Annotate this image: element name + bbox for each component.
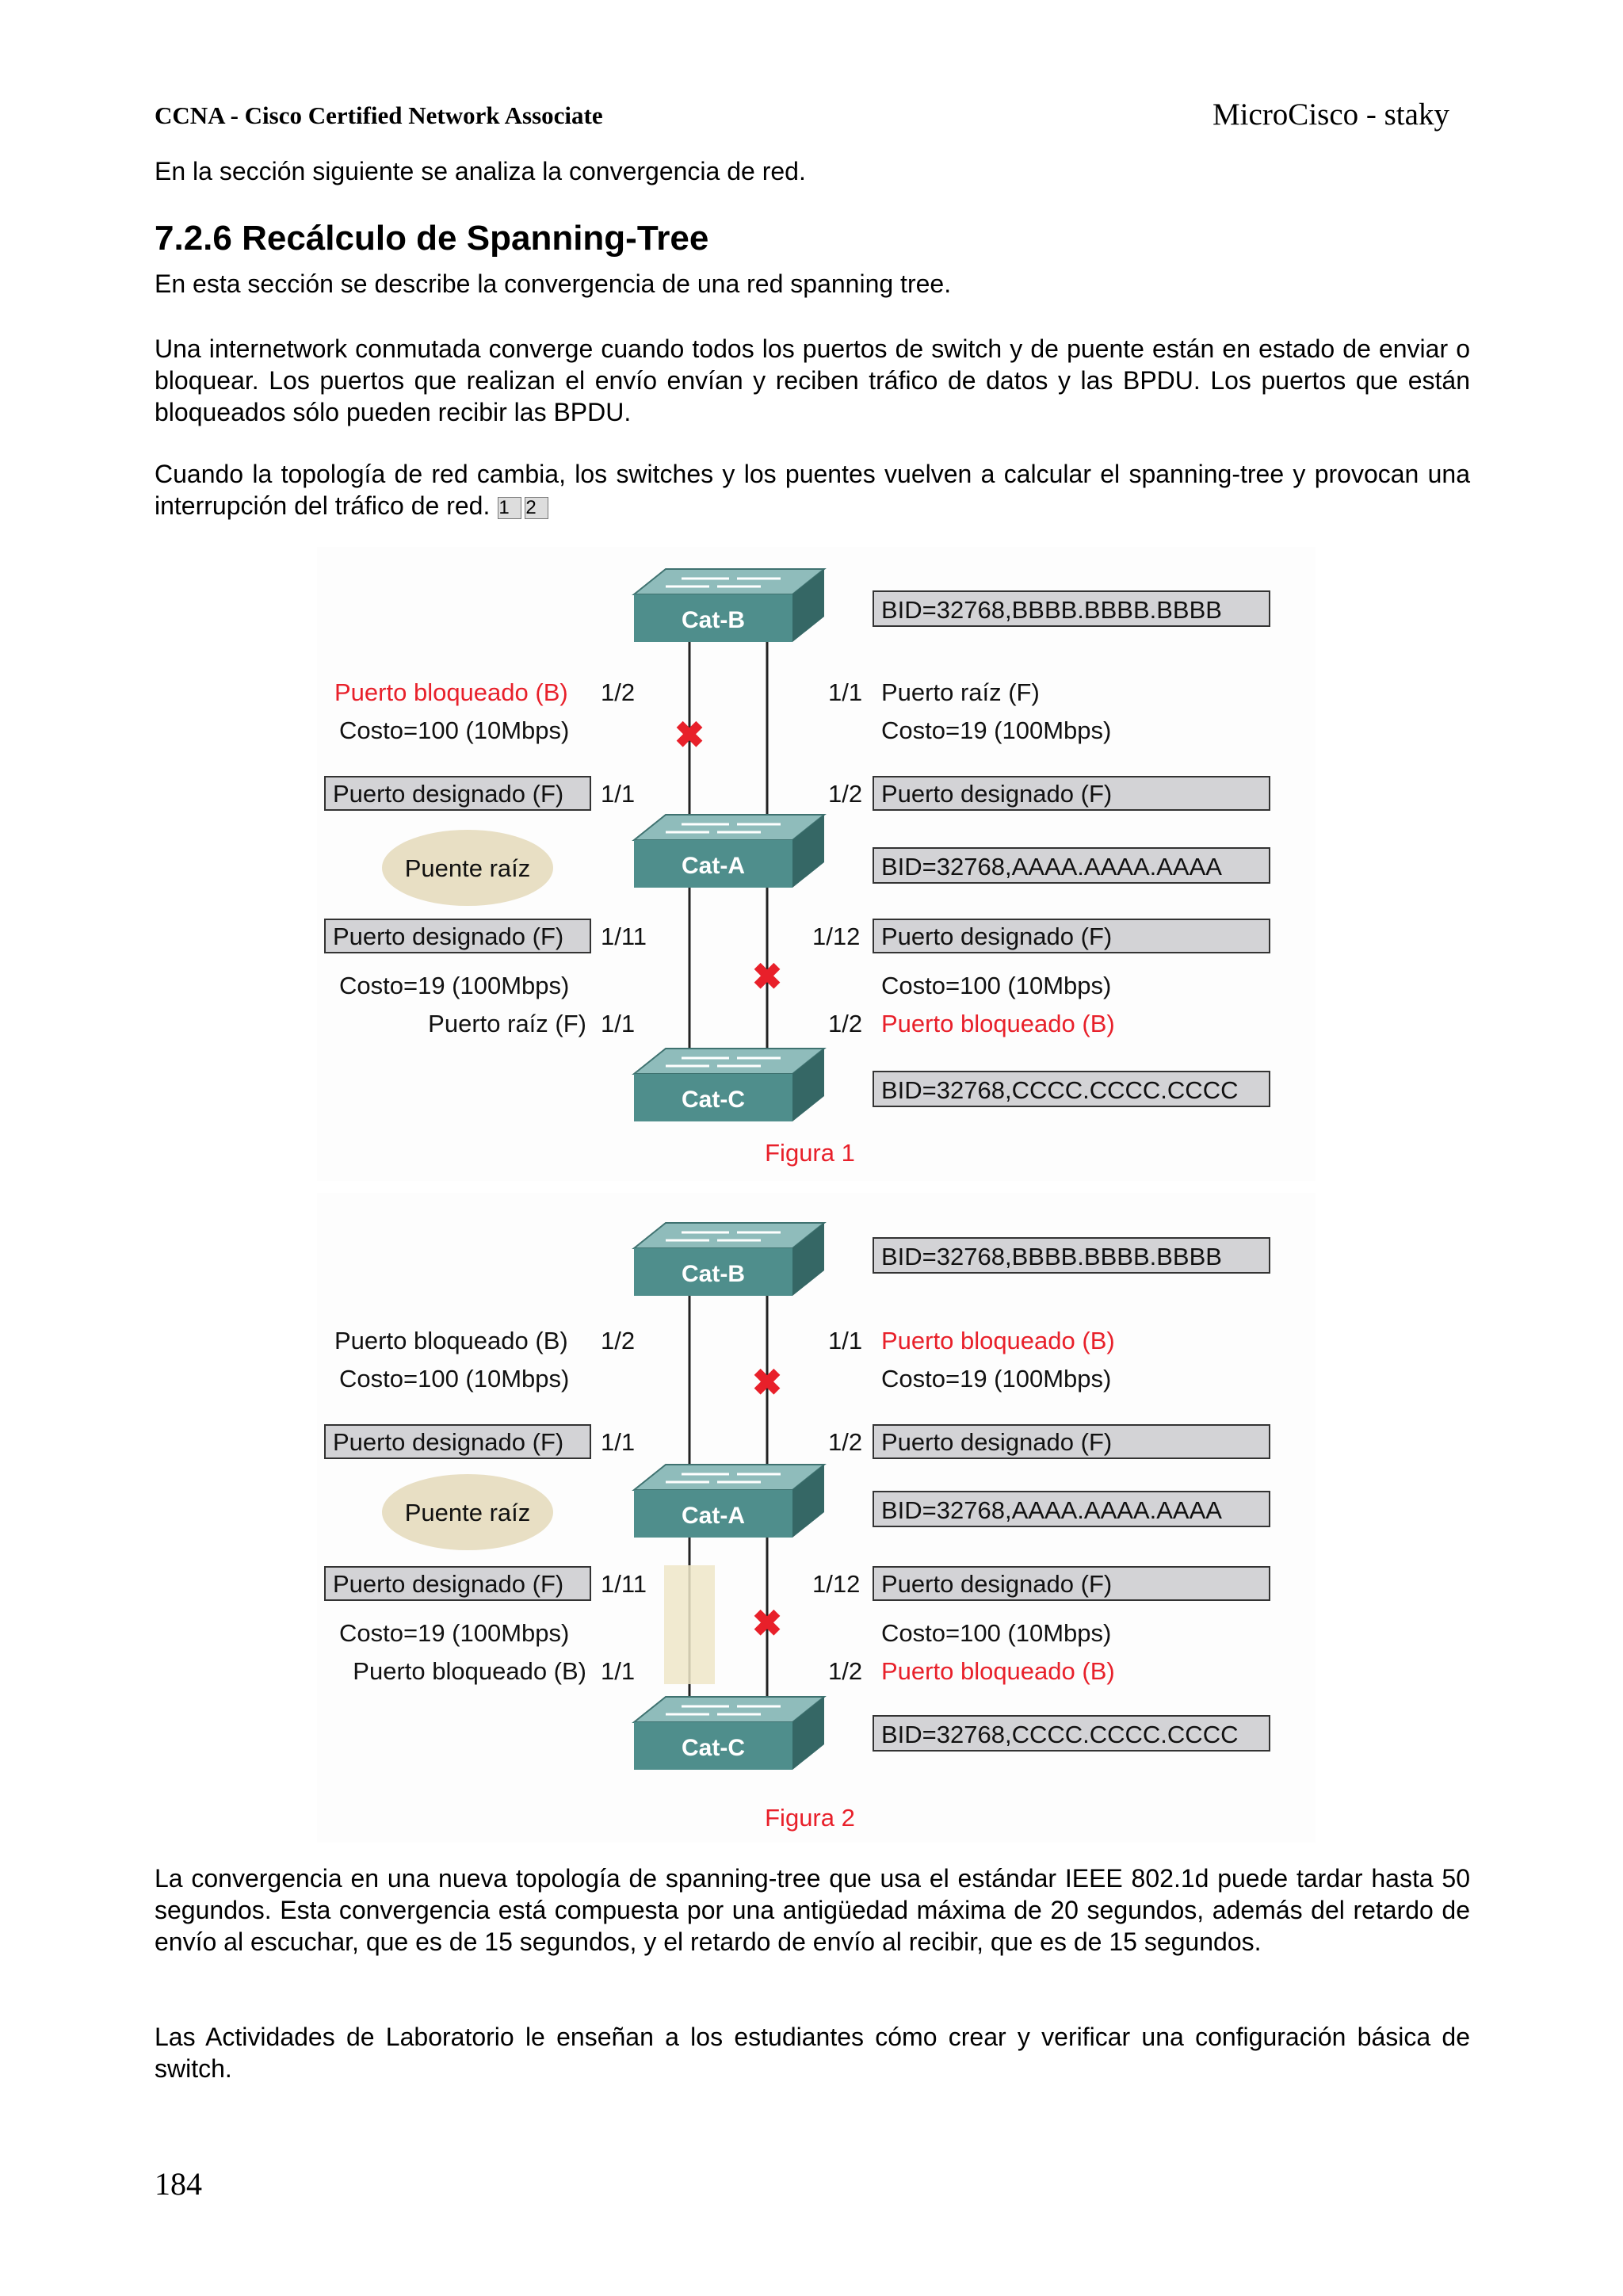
header-title: CCNA - Cisco Certified Network Associate xyxy=(155,101,603,129)
root-bridge-ellipse xyxy=(382,830,553,906)
a-top-left-box-label: Puerto designado (F) xyxy=(333,780,563,808)
intro-line: En la sección siguiente se analiza la co… xyxy=(155,157,806,185)
bid-a: BID=32768,AAAA.AAAA.AAAA xyxy=(881,1496,1222,1524)
switch-a-icon: Cat-A xyxy=(632,1464,827,1538)
b-left-cost: Costo=100 (10Mbps) xyxy=(339,716,569,744)
transition-overlay xyxy=(664,1565,715,1684)
section-title: 7.2.6 Recálculo de Spanning-Tree xyxy=(155,219,709,258)
blocked-x-icon: ✖ xyxy=(752,956,783,997)
root-bridge-label: Puente raíz xyxy=(405,1499,531,1526)
switch-a-icon: Cat-A xyxy=(632,814,827,888)
c-right-state: Puerto bloqueado (B) xyxy=(881,1657,1115,1685)
paragraph-2: Una internetwork conmutada converge cuan… xyxy=(155,334,1470,426)
a-top-right-port: 1/2 xyxy=(828,1428,862,1456)
bid-box-c xyxy=(873,1715,1270,1752)
a-bottom-right-box-label: Puerto designado (F) xyxy=(881,1570,1112,1598)
c-right-port: 1/2 xyxy=(828,1657,862,1685)
bid-a: BID=32768,AAAA.AAAA.AAAA xyxy=(881,853,1222,881)
bid-box-a xyxy=(873,1491,1270,1527)
figure-ref-link-1[interactable]: 1 xyxy=(498,496,522,519)
paragraph-3-text: Cuando la topología de red cambia, los s… xyxy=(155,460,1470,520)
bid-box-b xyxy=(873,1237,1270,1274)
switch-c-label: Cat-C xyxy=(682,1087,745,1113)
paragraph-1: En esta sección se describe la convergen… xyxy=(155,269,952,298)
a-top-left-box xyxy=(324,1424,591,1459)
bid-box-c xyxy=(873,1071,1270,1107)
b-right-cost: Costo=19 (100Mbps) xyxy=(881,1365,1111,1392)
b-left-state: Puerto bloqueado (B) xyxy=(334,678,568,706)
bid-box-a xyxy=(873,847,1270,884)
c-right-state: Puerto bloqueado (B) xyxy=(881,1010,1115,1037)
bid-c: BID=32768,CCCC.CCCC.CCCC xyxy=(881,1721,1238,1748)
a-bottom-right-box xyxy=(873,1566,1270,1601)
c-right-cost: Costo=100 (10Mbps) xyxy=(881,1619,1111,1647)
b-right-state: Puerto bloqueado (B) xyxy=(881,1327,1115,1354)
figure-1-caption: Figura 1 xyxy=(765,1139,855,1167)
a-top-right-box xyxy=(873,776,1270,811)
bid-b: BID=32768,BBBB.BBBB.BBBB xyxy=(881,1243,1222,1270)
switch-a-label: Cat-A xyxy=(682,853,745,879)
a-top-right-port: 1/2 xyxy=(828,780,862,808)
page-number: 184 xyxy=(155,2166,202,2202)
root-bridge-label: Puente raíz xyxy=(405,854,531,882)
b-left-port: 1/2 xyxy=(601,1327,635,1354)
switch-a-label: Cat-A xyxy=(682,1503,745,1529)
a-top-left-port: 1/1 xyxy=(601,780,635,808)
b-left-port: 1/2 xyxy=(601,678,635,706)
bid-box-b xyxy=(873,590,1270,627)
a-bottom-left-box-label: Puerto designado (F) xyxy=(333,923,563,950)
b-left-cost: Costo=100 (10Mbps) xyxy=(339,1365,569,1392)
bid-c: BID=32768,CCCC.CCCC.CCCC xyxy=(881,1076,1238,1104)
a-top-right-box xyxy=(873,1424,1270,1459)
figure-2: ✖ ✖ Cat-B BID=32768,BBBB.BBBB.BBBB Puert… xyxy=(317,1193,1316,1843)
c-left-port: 1/1 xyxy=(601,1657,635,1685)
b-right-port: 1/1 xyxy=(828,678,862,706)
b-right-cost: Costo=19 (100Mbps) xyxy=(881,716,1111,744)
c-left-cost: Costo=19 (100Mbps) xyxy=(339,972,569,999)
b-right-state: Puerto raíz (F) xyxy=(881,678,1040,706)
a-top-left-box xyxy=(324,776,591,811)
a-bottom-left-port: 1/11 xyxy=(601,1570,647,1598)
switch-b-icon: Cat-B xyxy=(632,568,827,642)
b-left-state: Puerto bloqueado (B) xyxy=(334,1327,568,1354)
b-right-port: 1/1 xyxy=(828,1327,862,1354)
a-bottom-left-box xyxy=(324,919,591,953)
switch-c-label: Cat-C xyxy=(682,1735,745,1761)
a-bottom-left-port: 1/11 xyxy=(601,923,647,950)
c-right-cost: Costo=100 (10Mbps) xyxy=(881,972,1111,999)
c-left-cost: Costo=19 (100Mbps) xyxy=(339,1619,569,1647)
root-bridge-ellipse xyxy=(382,1474,553,1550)
blocked-x-icon: ✖ xyxy=(752,1362,783,1403)
figure-1: ✖ ✖ Cat-B BID=32768,BBBB.BBBB.BBBB Puert… xyxy=(317,547,1316,1181)
a-bottom-right-port: 1/12 xyxy=(812,923,860,950)
a-top-left-port: 1/1 xyxy=(601,1428,635,1456)
blocked-x-icon: ✖ xyxy=(674,714,705,755)
switch-c-icon: Cat-C xyxy=(632,1048,827,1121)
c-left-port: 1/1 xyxy=(601,1010,635,1037)
paragraph-4: La convergencia en una nueva topología d… xyxy=(155,1864,1470,1956)
figure-ref-link-2[interactable]: 2 xyxy=(525,496,549,519)
a-top-right-box-label: Puerto designado (F) xyxy=(881,780,1112,808)
a-bottom-left-box-label: Puerto designado (F) xyxy=(333,1570,563,1598)
a-bottom-left-box xyxy=(324,1566,591,1601)
c-left-state: Puerto raíz (F) xyxy=(428,1010,586,1037)
c-left-state: Puerto bloqueado (B) xyxy=(353,1657,586,1685)
bid-b: BID=32768,BBBB.BBBB.BBBB xyxy=(881,596,1222,624)
switch-b-icon: Cat-B xyxy=(632,1222,827,1296)
switch-b-label: Cat-B xyxy=(682,1261,745,1287)
a-top-left-box-label: Puerto designado (F) xyxy=(333,1428,563,1456)
switch-c-icon: Cat-C xyxy=(632,1696,827,1770)
a-bottom-right-box xyxy=(873,919,1270,953)
a-bottom-right-box-label: Puerto designado (F) xyxy=(881,923,1112,950)
a-top-right-box-label: Puerto designado (F) xyxy=(881,1428,1112,1456)
blocked-x-icon: ✖ xyxy=(752,1603,783,1644)
a-bottom-right-port: 1/12 xyxy=(812,1570,860,1598)
paragraph-3: Cuando la topología de red cambia, los s… xyxy=(155,458,1470,521)
paragraph-5: Las Actividades de Laboratorio le enseña… xyxy=(155,2023,1470,2083)
switch-b-label: Cat-B xyxy=(682,607,745,633)
header-author: MicroCisco - staky xyxy=(1212,97,1449,132)
c-right-port: 1/2 xyxy=(828,1010,862,1037)
figure-2-caption: Figura 2 xyxy=(765,1804,855,1832)
